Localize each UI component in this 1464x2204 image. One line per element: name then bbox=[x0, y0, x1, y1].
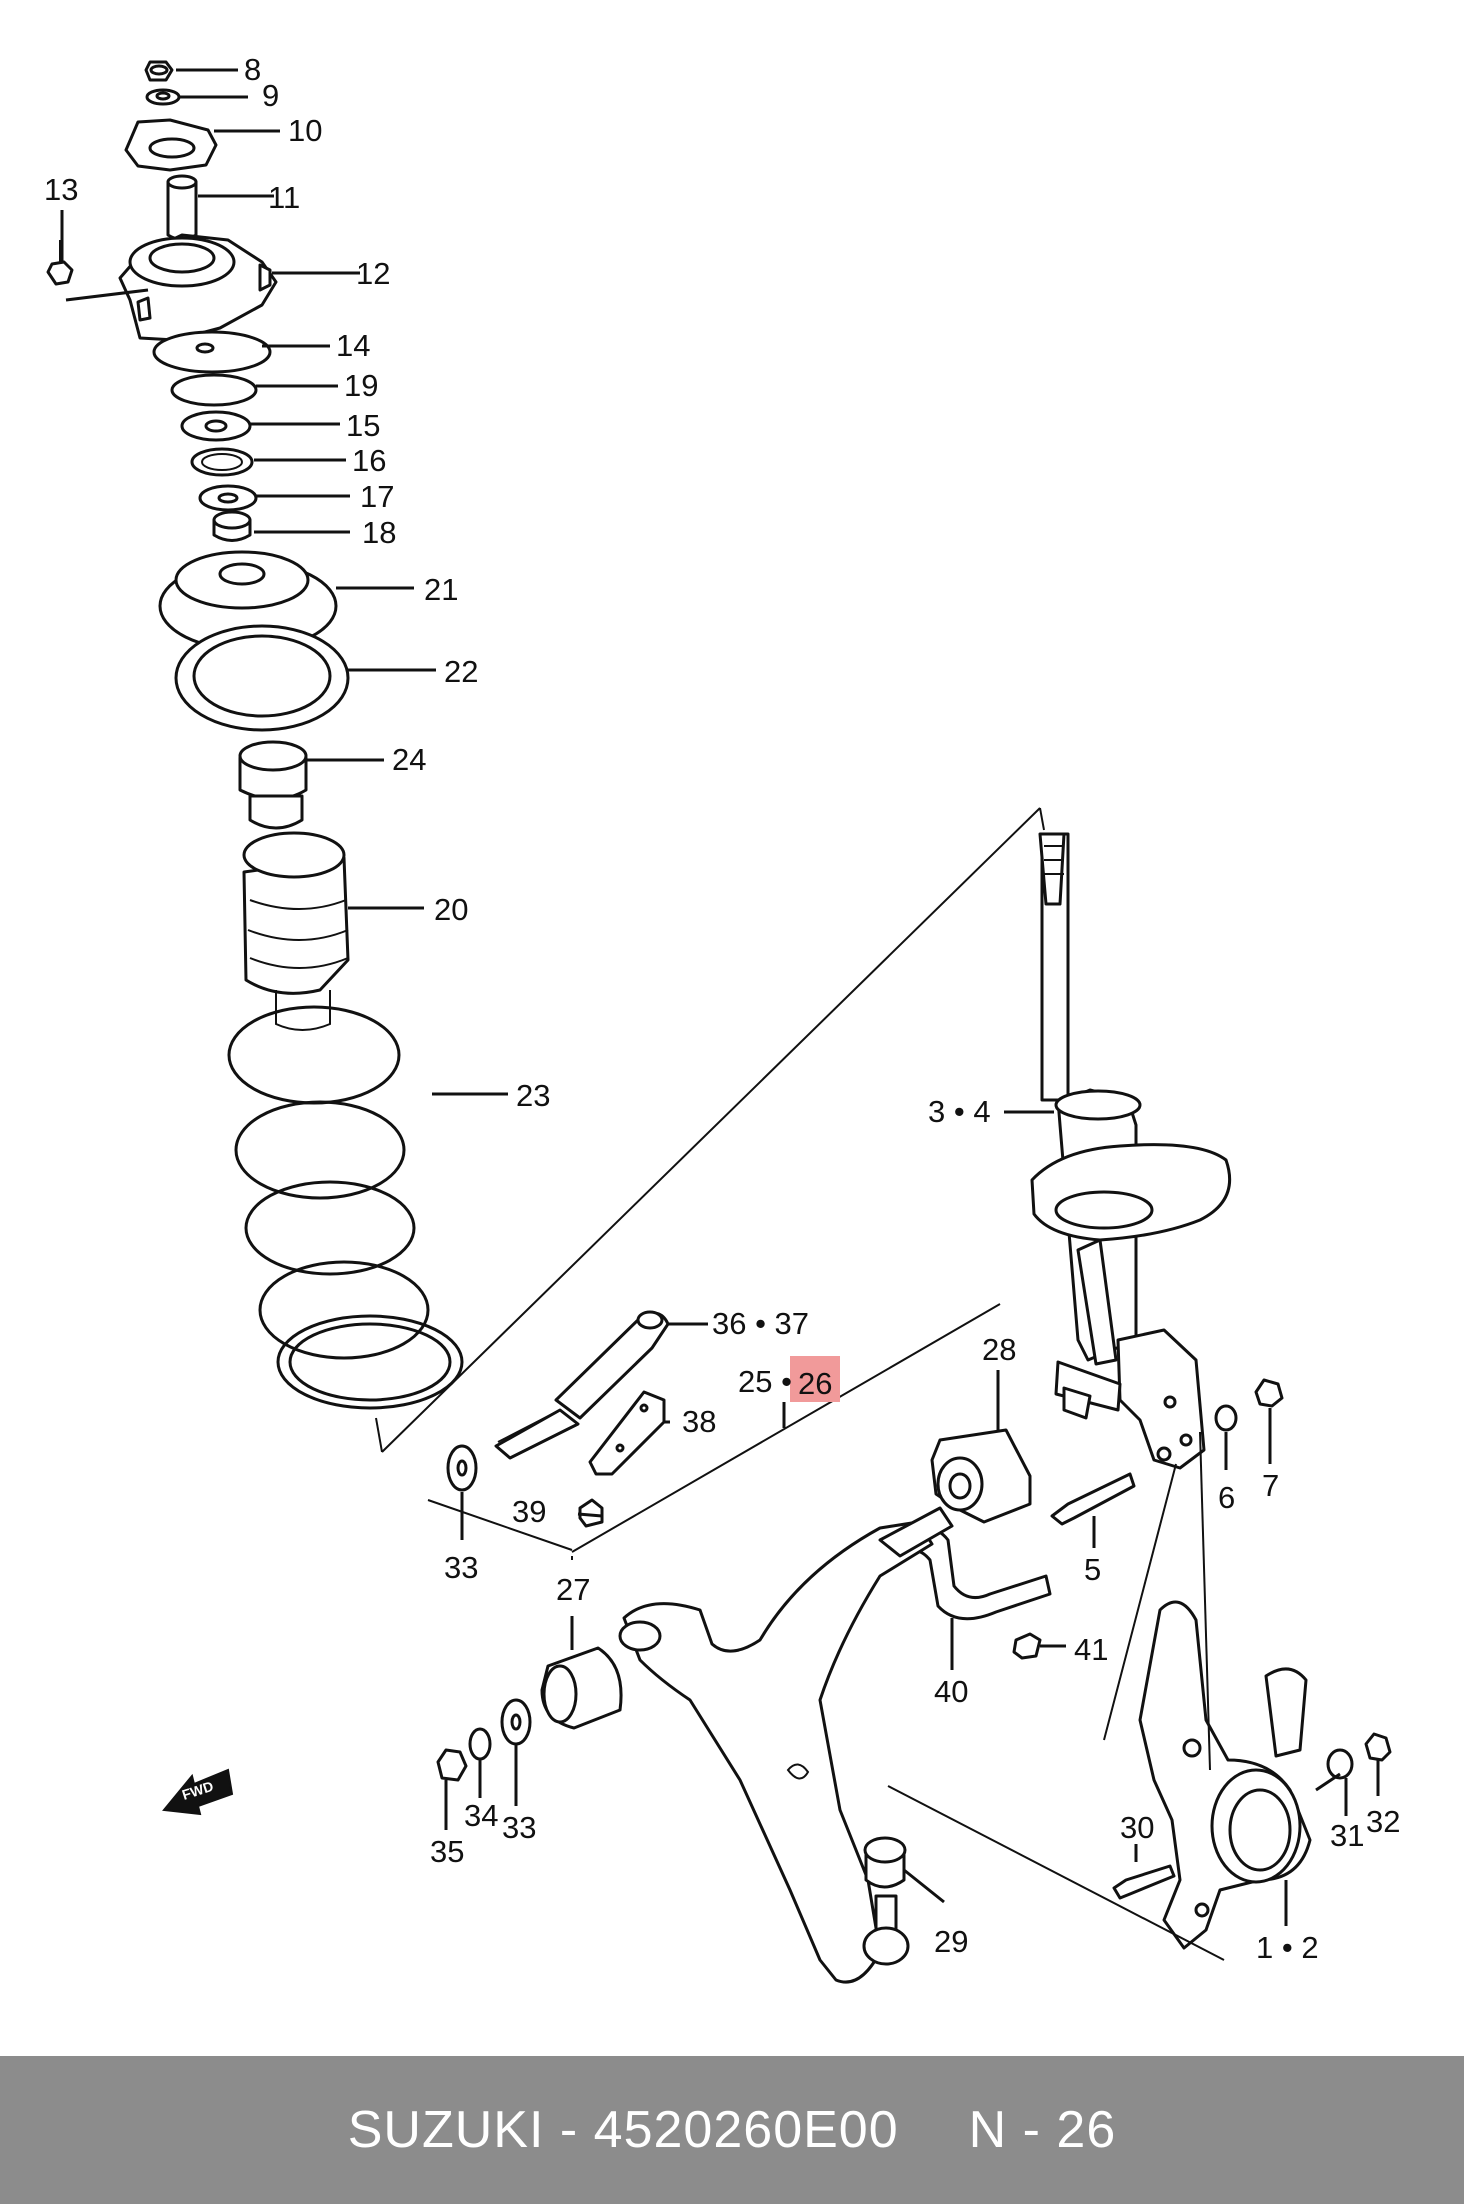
mount-plate-10 bbox=[124, 118, 218, 172]
callout-31: 31 bbox=[1330, 1818, 1364, 1853]
washer-33-top bbox=[446, 1444, 478, 1492]
bushing-27 bbox=[540, 1646, 623, 1730]
bracket-40 bbox=[910, 1526, 1052, 1621]
callout-21: 21 bbox=[424, 572, 458, 607]
callout-11: 11 bbox=[268, 180, 300, 215]
footer-bar: SUZUKI - 4520260E00 N - 26 bbox=[0, 2056, 1464, 2204]
seat-17 bbox=[198, 484, 258, 512]
washer-33-bottom bbox=[500, 1698, 532, 1746]
callout-8: 8 bbox=[244, 52, 261, 87]
callout-5: 5 bbox=[1084, 1552, 1101, 1587]
bushing-11 bbox=[166, 174, 198, 241]
parts-diagram: FWD bbox=[44, 52, 1401, 1984]
callout-35: 35 bbox=[430, 1834, 464, 1869]
callout-32: 32 bbox=[1366, 1804, 1400, 1839]
callout-23: 23 bbox=[516, 1078, 550, 1113]
stabilizer-bushing-28 bbox=[930, 1428, 1032, 1524]
callout-16: 16 bbox=[352, 443, 386, 478]
callout-28: 28 bbox=[982, 1332, 1016, 1367]
ball-joint-29 bbox=[862, 1836, 910, 1966]
plate-38 bbox=[588, 1390, 666, 1476]
callout-33-bottom: 33 bbox=[502, 1810, 536, 1845]
callout-17: 17 bbox=[360, 479, 394, 514]
part-number: 4520260E00 bbox=[593, 2101, 899, 2159]
brand-name: SUZUKI bbox=[347, 2101, 545, 2159]
callout-36-37: 36 • 37 bbox=[712, 1306, 809, 1341]
callout-1-2: 1 • 2 bbox=[1256, 1930, 1319, 1965]
coil-spring-23 bbox=[227, 1005, 464, 1410]
washer-31 bbox=[1326, 1748, 1354, 1780]
callout-41: 41 bbox=[1074, 1632, 1108, 1667]
bolt-30 bbox=[1112, 1864, 1176, 1900]
callout-3-4: 3 • 4 bbox=[928, 1094, 991, 1129]
callout-40: 40 bbox=[934, 1674, 968, 1709]
bolt-5 bbox=[1050, 1472, 1136, 1526]
callout-24: 24 bbox=[392, 742, 426, 777]
callout-10: 10 bbox=[288, 113, 322, 148]
washer-34 bbox=[468, 1727, 492, 1761]
bolt-41 bbox=[1012, 1632, 1042, 1660]
spring-seat-22 bbox=[174, 624, 350, 732]
callout-6: 6 bbox=[1218, 1480, 1235, 1515]
callout-9: 9 bbox=[262, 78, 279, 113]
callout-39: 39 bbox=[512, 1494, 546, 1529]
callout-25: 25 • bbox=[738, 1364, 792, 1399]
bump-stop-24 bbox=[238, 740, 308, 830]
callout-30: 30 bbox=[1120, 1810, 1154, 1845]
callout-18: 18 bbox=[362, 515, 396, 550]
callout-38: 38 bbox=[682, 1404, 716, 1439]
nut-32 bbox=[1364, 1732, 1392, 1762]
callout-33-top: 33 bbox=[444, 1550, 478, 1585]
insulator-18 bbox=[212, 510, 252, 542]
knuckle-1-2 bbox=[1138, 1600, 1312, 1950]
callout-12: 12 bbox=[356, 256, 390, 291]
nut-8 bbox=[144, 60, 174, 82]
callout-15: 15 bbox=[346, 408, 380, 443]
callout-22: 22 bbox=[444, 654, 478, 689]
nut-35 bbox=[436, 1748, 468, 1782]
dust-seal-14 bbox=[152, 330, 272, 374]
nut-6 bbox=[1214, 1404, 1238, 1432]
strut-assembly-3-4 bbox=[1030, 832, 1232, 1470]
forward-arrow-icon: FWD bbox=[162, 1768, 234, 1816]
footer-dash: - bbox=[559, 2101, 579, 2159]
callout-34: 34 bbox=[464, 1798, 498, 1833]
nut-7 bbox=[1254, 1378, 1284, 1408]
callout-14: 14 bbox=[336, 328, 370, 363]
callout-27: 27 bbox=[556, 1572, 590, 1607]
seat-15 bbox=[180, 410, 252, 442]
washer-9 bbox=[145, 88, 181, 106]
callout-26: 26 bbox=[798, 1366, 832, 1401]
bracket-36-37 bbox=[494, 1310, 670, 1460]
callout-7: 7 bbox=[1262, 1468, 1279, 1503]
lower-control-arm bbox=[618, 1506, 954, 1984]
bearing-16 bbox=[190, 447, 254, 477]
nut-13 bbox=[46, 240, 74, 286]
page-reference: N - 26 bbox=[968, 2101, 1117, 2159]
seat-19 bbox=[170, 373, 258, 407]
highlight-26 bbox=[790, 1356, 840, 1402]
callout-20: 20 bbox=[434, 892, 468, 927]
bolt-39 bbox=[578, 1498, 604, 1528]
callout-13: 13 bbox=[44, 172, 78, 207]
boot-20 bbox=[242, 831, 350, 1031]
callout-19: 19 bbox=[344, 368, 378, 403]
callout-29: 29 bbox=[934, 1924, 968, 1959]
strut-mount-12 bbox=[118, 233, 278, 342]
